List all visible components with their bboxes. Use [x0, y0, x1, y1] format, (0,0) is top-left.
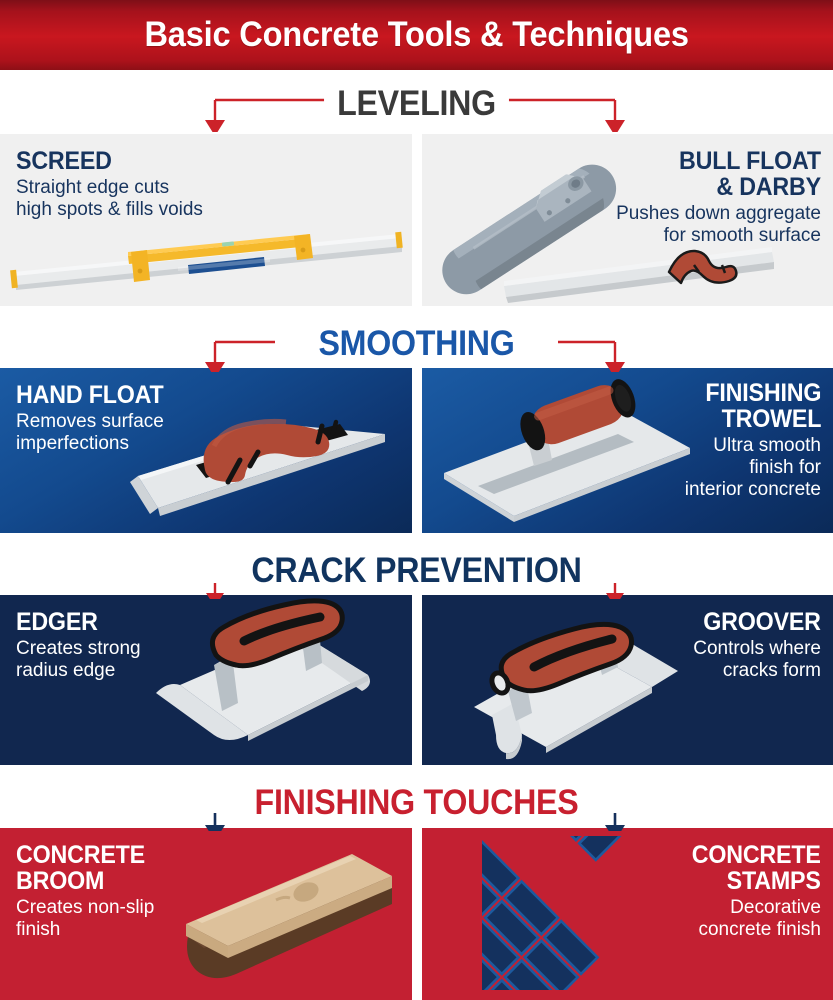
edger-description: Creates strong radius edge: [16, 638, 141, 682]
hand-float-title: HAND FLOAT: [16, 381, 164, 409]
concrete-stamps-illustration: [422, 828, 833, 1000]
section-title-smoothing: SMOOTHING: [33, 316, 799, 372]
panel-finishing-trowel[interactable]: FINISHING TROWEL Ultra smooth finish for…: [422, 368, 833, 533]
edger-title: EDGER: [16, 608, 98, 636]
hand-float-description: Removes surface imperfections: [16, 411, 164, 455]
screed-description: Straight edge cuts high spots & fills vo…: [16, 177, 203, 221]
panel-edger[interactable]: EDGER Creates strong radius edge: [0, 595, 412, 765]
screed-tool-illustration: [0, 134, 412, 306]
connector-arrows-crack-prevention: [0, 543, 833, 599]
bull-float-darby-illustration: [422, 134, 833, 306]
bull-float-description: Pushes down aggregate for smooth surface: [616, 203, 821, 247]
page-title: Basic Concrete Tools & Techniques: [144, 15, 689, 54]
panel-screed[interactable]: SCREED Straight edge cuts high spots & f…: [0, 134, 412, 306]
concrete-broom-description: Creates non-slip finish: [16, 897, 155, 941]
panel-row-smoothing: HAND FLOAT Removes surface imperfections: [0, 368, 833, 533]
concrete-stamps-title: CONCRETE STAMPS: [692, 841, 821, 895]
screed-title: SCREED: [16, 147, 112, 175]
groover-text-block: GROOVER Controls where cracks form: [693, 609, 821, 682]
screed-text-block: SCREED Straight edge cuts high spots & f…: [16, 148, 203, 221]
finishing-trowel-text-block: FINISHING TROWEL Ultra smooth finish for…: [685, 380, 821, 501]
connector-lines-leveling: [0, 76, 833, 132]
concrete-stamps-text-block: CONCRETE STAMPS Decorative concrete fini…: [682, 842, 821, 941]
edger-illustration: [0, 595, 412, 765]
groover-title: GROOVER: [703, 608, 821, 636]
finishing-trowel-description: Ultra smooth finish for interior concret…: [684, 435, 821, 501]
panel-row-finishing-touches: CONCRETE BROOM Creates non-slip finish: [0, 828, 833, 1000]
edger-text-block: EDGER Creates strong radius edge: [16, 609, 141, 682]
panel-groover[interactable]: GROOVER Controls where cracks form: [422, 595, 833, 765]
finishing-trowel-title: FINISHING TROWEL: [705, 379, 821, 433]
groover-illustration: [422, 595, 833, 765]
section-heading-leveling: LEVELING: [0, 76, 833, 132]
concrete-broom-text-block: CONCRETE BROOM Creates non-slip finish: [16, 842, 155, 941]
concrete-stamps-description: Decorative concrete finish: [698, 897, 821, 941]
page-header-bar: Basic Concrete Tools & Techniques: [0, 0, 833, 70]
hand-float-illustration: [0, 368, 412, 533]
section-heading-finishing-touches: FINISHING TOUCHES: [0, 775, 833, 831]
section-title-crack-prevention: CRACK PREVENTION: [33, 543, 799, 599]
section-title-leveling: LEVELING: [33, 76, 799, 132]
hand-float-text-block: HAND FLOAT Removes surface imperfections: [16, 382, 175, 455]
connector-lines-smoothing: [0, 316, 833, 372]
section-title-finishing-touches: FINISHING TOUCHES: [33, 775, 799, 831]
groover-description: Controls where cracks form: [693, 638, 821, 682]
bull-float-title: BULL FLOAT & DARBY: [679, 147, 821, 201]
panel-row-crack-prevention: EDGER Creates strong radius edge: [0, 595, 833, 765]
section-heading-crack-prevention: CRACK PREVENTION: [0, 543, 833, 599]
panel-concrete-broom[interactable]: CONCRETE BROOM Creates non-slip finish: [0, 828, 412, 1000]
section-heading-smoothing: SMOOTHING: [0, 316, 833, 372]
bull-float-text-block: BULL FLOAT & DARBY Pushes down aggregate…: [616, 148, 821, 247]
connector-arrows-finishing-touches: [0, 775, 833, 831]
finishing-trowel-illustration: [422, 368, 833, 533]
concrete-broom-title: CONCRETE BROOM: [16, 841, 145, 895]
concrete-broom-illustration: [0, 828, 412, 1000]
panel-concrete-stamps[interactable]: CONCRETE STAMPS Decorative concrete fini…: [422, 828, 833, 1000]
panel-bull-float-darby[interactable]: BULL FLOAT & DARBY Pushes down aggregate…: [422, 134, 833, 306]
panel-hand-float[interactable]: HAND FLOAT Removes surface imperfections: [0, 368, 412, 533]
panel-row-leveling: SCREED Straight edge cuts high spots & f…: [0, 134, 833, 306]
